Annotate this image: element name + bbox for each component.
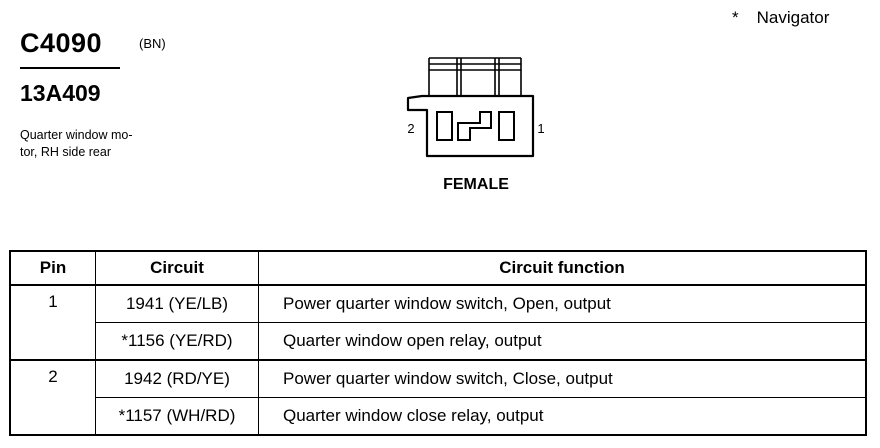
footnote-symbol: * — [732, 8, 739, 27]
table-row: 2 1942 (RD/YE) Power quarter window swit… — [9, 359, 867, 436]
function-cell: Quarter window close relay, output — [258, 397, 867, 436]
pin-cell: 2 — [9, 359, 96, 436]
circuit-cell: *1157 (WH/RD) — [95, 397, 259, 436]
circuit-cell: 1941 (YE/LB) — [95, 284, 259, 323]
connector-color-code: (BN) — [139, 36, 166, 51]
header-circuit-function: Circuit function — [258, 251, 867, 286]
pin-1-label: 1 — [537, 121, 544, 136]
footnote-text: Navigator — [756, 8, 830, 27]
table-row: *1157 (WH/RD) Quarter window close relay… — [10, 397, 867, 436]
footnote: * Navigator — [732, 8, 829, 28]
pinout-table: Pin Circuit Circuit function 1 1941 (YE/… — [9, 250, 867, 436]
title-divider — [20, 67, 120, 69]
function-cell: Quarter window open relay, output — [258, 322, 867, 361]
connector-housing — [406, 94, 535, 158]
header-pin: Pin — [9, 251, 96, 286]
table-header-row: Pin Circuit Circuit function — [9, 251, 867, 286]
component-description: Quarter window mo- tor, RH side rear — [20, 128, 133, 159]
circuit-cell: 1942 (RD/YE) — [95, 359, 259, 398]
table-row: *1156 (YE/RD) Quarter window open relay,… — [10, 322, 867, 361]
connector-face-diagram: 2 1 — [406, 57, 545, 158]
part-number: 13A409 — [20, 80, 101, 106]
circuit-cell: *1156 (YE/RD) — [95, 322, 259, 361]
header-circuit: Circuit — [95, 251, 259, 286]
pin-2-label: 2 — [407, 121, 414, 136]
pin-cell: 1 — [9, 284, 96, 361]
center-key — [457, 111, 492, 141]
table-row: 1 1941 (YE/LB) Power quarter window swit… — [9, 284, 867, 361]
connector-id: C4090 — [20, 28, 103, 58]
pin-1-cavity — [498, 111, 515, 141]
function-cell: Power quarter window switch, Close, outp… — [258, 359, 867, 398]
function-cell: Power quarter window switch, Open, outpu… — [258, 284, 867, 323]
connector-gender-label: FEMALE — [443, 176, 509, 193]
pin-2-cavity — [436, 111, 453, 141]
connector-wire-bundle — [428, 57, 522, 96]
